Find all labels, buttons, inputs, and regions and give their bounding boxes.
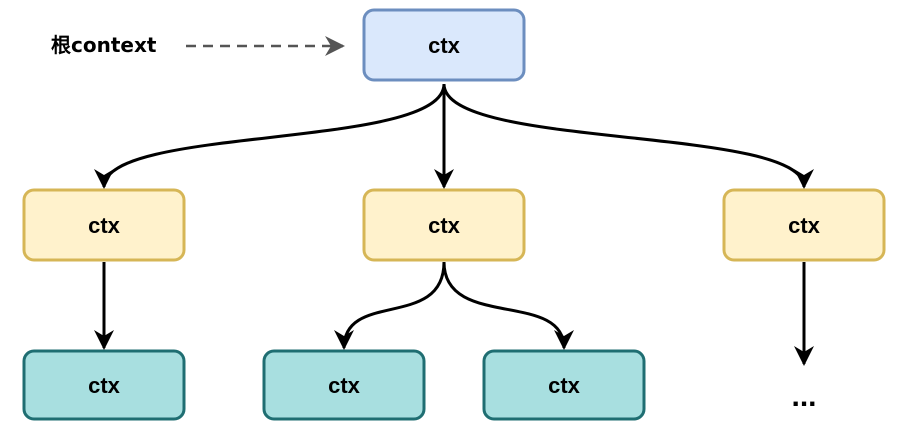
level2-left-label: ctx <box>88 373 121 398</box>
root-context-label: 根context <box>51 33 157 57</box>
level1-mid-label: ctx <box>428 213 461 238</box>
level1-mid-box <box>362 188 526 262</box>
root-node-box <box>362 8 526 82</box>
level2-mid-b-label: ctx <box>548 373 581 398</box>
level2-mid-b-box <box>482 349 646 421</box>
level1-left-box <box>22 188 186 262</box>
level2-left-box <box>22 349 186 421</box>
level2-mid-a-node: ctx <box>262 349 426 421</box>
level2-mid-a-label: ctx <box>328 373 361 398</box>
level1-left-label: ctx <box>88 213 121 238</box>
level1-right-node: ctx <box>722 188 886 262</box>
level1-right-label: ctx <box>788 213 821 238</box>
edge-root-to-right <box>442 83 814 189</box>
edge-mid-to-child-a <box>334 261 446 350</box>
edge-root-to-left <box>94 83 446 189</box>
root-node-label: ctx <box>428 33 461 58</box>
level2-left-node: ctx <box>22 349 186 421</box>
level1-right-box <box>722 188 886 262</box>
level1-left-node: ctx <box>22 188 186 262</box>
level2-mid-a-box <box>262 349 426 421</box>
edge-mid-to-child-b <box>442 261 574 350</box>
more-ellipsis: ... <box>791 380 816 413</box>
root-node: ctx <box>362 8 526 82</box>
level1-mid-node: ctx <box>362 188 526 262</box>
level2-mid-b-node: ctx <box>482 349 646 421</box>
